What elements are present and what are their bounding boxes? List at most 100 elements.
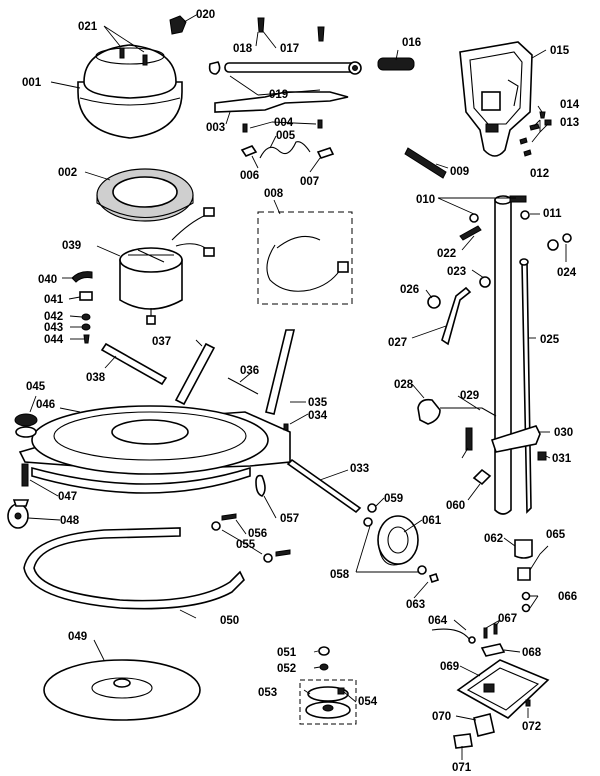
part-label: 049 — [68, 631, 87, 643]
screws-021 — [119, 47, 148, 66]
part-label: 065 — [546, 529, 566, 541]
screw-067b — [493, 623, 498, 635]
nut-066a — [521, 591, 531, 601]
axle-033 — [286, 458, 362, 514]
screw-067a — [483, 627, 488, 639]
screw-056b — [275, 549, 291, 557]
part-label: 024 — [557, 267, 577, 279]
part-label: 064 — [428, 615, 448, 627]
part-label: 027 — [388, 337, 407, 349]
clip-060 — [472, 468, 492, 486]
part-label: 048 — [60, 515, 80, 527]
nut-063 — [428, 572, 440, 584]
caster-048 — [7, 499, 30, 529]
post-047 — [21, 463, 29, 487]
clip-040 — [71, 271, 93, 283]
part-label: 071 — [452, 762, 472, 774]
part-label: 018 — [233, 43, 253, 55]
part-label: 014 — [560, 99, 580, 111]
part-label: 051 — [277, 647, 297, 659]
cap-062 — [514, 539, 533, 559]
pin-036 — [227, 377, 259, 395]
drive-pad-049 — [43, 659, 201, 721]
washer-022 — [547, 239, 559, 251]
block-071 — [453, 733, 473, 749]
power-cord-008 — [257, 211, 353, 305]
part-label: 001 — [22, 77, 42, 89]
part-label: 067 — [498, 613, 517, 625]
part-label: 037 — [152, 336, 171, 348]
part-label: 066 — [558, 591, 577, 603]
base-frame-046 — [18, 405, 291, 494]
screw-044 — [83, 334, 90, 344]
nut-066b — [521, 603, 531, 613]
part-label: 038 — [86, 372, 106, 384]
link-035 — [265, 329, 296, 415]
motor-039 — [119, 207, 215, 325]
part-label: 072 — [522, 721, 541, 733]
screw-056a — [221, 513, 237, 521]
part-label: 021 — [78, 21, 98, 33]
screw-014 — [539, 111, 546, 119]
nut-011b — [520, 210, 530, 220]
part-label: 005 — [276, 130, 296, 142]
screw-010 — [459, 225, 482, 241]
filter-ring-002 — [96, 168, 194, 222]
lever-037 — [174, 342, 216, 406]
part-label: 026 — [400, 284, 419, 296]
strap-009 — [404, 147, 447, 179]
clip-007 — [316, 147, 335, 159]
washer-042 — [81, 313, 91, 321]
part-label: 042 — [44, 311, 63, 323]
part-label: 004 — [274, 117, 294, 129]
part-label: 010 — [416, 194, 435, 206]
part-label: 044 — [44, 334, 64, 346]
leader-lines — [27, 13, 567, 760]
wire-064 — [431, 628, 471, 641]
screw-013b — [544, 119, 552, 126]
axle-018-019 — [208, 61, 362, 75]
part-label: 006 — [240, 170, 259, 182]
part-label: 047 — [58, 491, 77, 503]
bumper-band-050 — [23, 527, 245, 610]
washer-058b — [417, 565, 427, 575]
part-label: 036 — [240, 365, 259, 377]
knob-045 — [14, 413, 38, 438]
part-label: 013 — [560, 117, 579, 129]
part-label: 020 — [196, 9, 215, 21]
wheel-061 — [377, 515, 419, 566]
bumper-057 — [255, 474, 266, 497]
handle-tube-025 — [494, 195, 532, 515]
part-label: 008 — [264, 188, 284, 200]
washer-058a — [363, 517, 373, 527]
switch-box-069 — [456, 659, 550, 719]
part-label: 054 — [358, 696, 378, 708]
part-label: 057 — [280, 513, 299, 525]
part-label: 061 — [422, 515, 442, 527]
trigger-028 — [417, 398, 441, 425]
rod-038 — [100, 342, 168, 386]
washer-043 — [81, 323, 91, 331]
part-label: 011 — [543, 208, 562, 220]
terminal-064 — [468, 636, 476, 644]
part-label: 069 — [440, 661, 459, 673]
part-label: 007 — [300, 176, 319, 188]
part-label: 039 — [62, 240, 81, 252]
part-label: 012 — [530, 168, 549, 180]
rod-029 — [440, 407, 497, 417]
part-label: 046 — [36, 399, 55, 411]
motor-cover-001 — [77, 44, 183, 139]
washer-024 — [562, 233, 572, 243]
part-label: 055 — [236, 539, 256, 551]
clip-006 — [240, 145, 258, 157]
nut-031 — [537, 451, 547, 461]
part-label: 016 — [402, 37, 421, 49]
part-label: 050 — [220, 615, 239, 627]
washer-055b — [263, 553, 273, 563]
switch-068 — [480, 643, 506, 657]
clutch-plate-051-054 — [299, 646, 357, 725]
screw-004a — [242, 123, 248, 133]
part-label: 023 — [447, 266, 466, 278]
screw-034 — [283, 423, 289, 431]
